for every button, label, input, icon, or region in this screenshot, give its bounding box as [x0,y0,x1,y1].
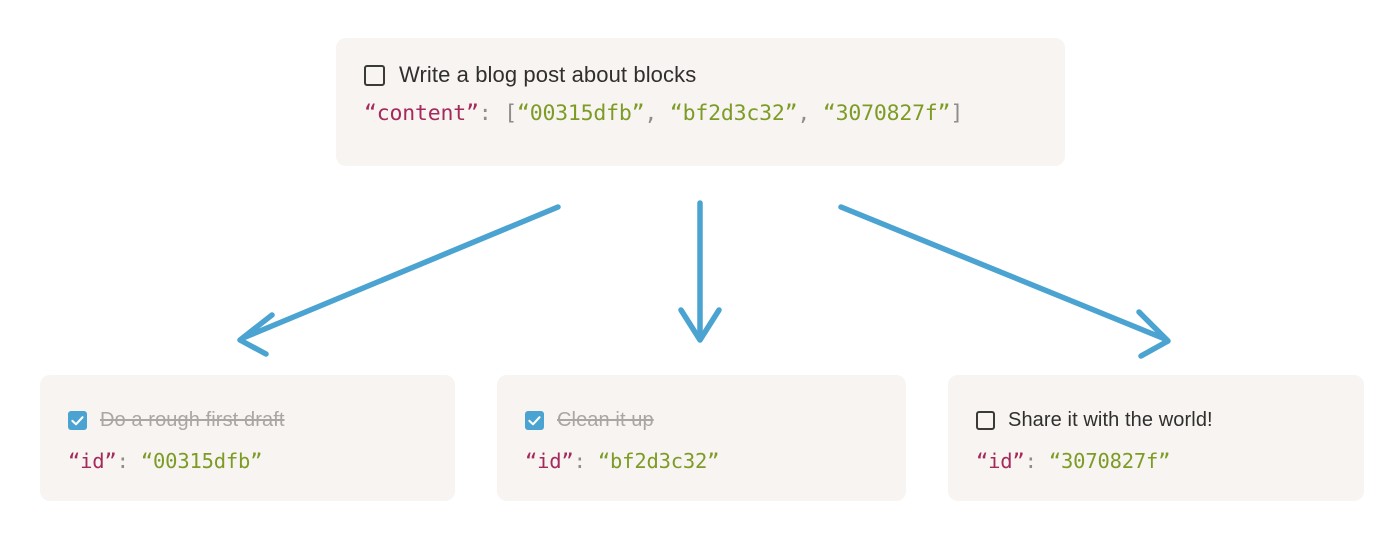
child-code-value: “bf2d3c32” [597,449,720,473]
parent-code-key: “content” [364,101,479,126]
checkbox-checked-icon[interactable] [68,410,87,430]
child-todo-row: Do a rough first draft [68,405,427,435]
child-block-card[interactable]: Clean it up “id”: “bf2d3c32” [497,375,906,501]
child-code-row: “id”: “bf2d3c32” [525,449,878,473]
child-code-key: “id” [976,449,1025,473]
check-mark-icon [71,415,84,425]
parent-code-open-bracket: [ [504,101,517,126]
checkbox-empty-icon[interactable] [364,64,385,86]
check-mark-icon [528,415,541,425]
parent-code-space [491,101,504,126]
child-code-colon: : [573,449,586,473]
parent-todo-label: Write a blog post about blocks [399,62,697,87]
child-code-key: “id” [525,449,574,473]
arrow-to-right-child [838,204,1171,359]
child-block-card[interactable]: Do a rough first draft “id”: “00315dfb” [40,375,455,501]
child-code-row: “id”: “3070827f” [976,449,1336,473]
child-code-value: “3070827f” [1048,449,1171,473]
child-code-colon: : [1024,449,1037,473]
child-todo-label: Share it with the world! [1008,408,1213,431]
child-code-space [129,449,141,473]
child-todo-row: Clean it up [525,405,878,435]
parent-code-value-0: “00315dfb” [516,101,645,126]
parent-code-value-1: “bf2d3c32” [669,101,798,126]
child-code-colon: : [116,449,129,473]
child-todo-row: Share it with the world! [976,405,1336,435]
arrow-to-middle-child [678,200,722,343]
parent-code-separator-0: , [644,101,670,126]
child-block-card[interactable]: Share it with the world! “id”: “3070827f… [948,375,1364,501]
parent-code-value-2: “3070827f” [822,101,951,126]
child-code-key: “id” [68,449,117,473]
child-todo-label: Clean it up [557,408,654,431]
child-code-value: “00315dfb” [140,449,263,473]
checkbox-empty-icon[interactable] [976,410,995,430]
parent-code-row: “content”: [“00315dfb”, “bf2d3c32”, “307… [364,101,1037,126]
child-code-space [1037,449,1049,473]
checkbox-checked-icon[interactable] [525,410,544,430]
parent-code-close-bracket: ] [950,101,964,126]
child-todo-label: Do a rough first draft [100,408,285,431]
parent-code-separator-1: , [797,101,823,126]
parent-code-colon: : [478,101,492,126]
child-code-space [586,449,598,473]
child-code-row: “id”: “00315dfb” [68,449,427,473]
arrow-to-left-child [237,204,561,357]
parent-block-card[interactable]: Write a blog post about blocks “content”… [336,38,1065,166]
parent-todo-row: Write a blog post about blocks [364,60,1037,90]
